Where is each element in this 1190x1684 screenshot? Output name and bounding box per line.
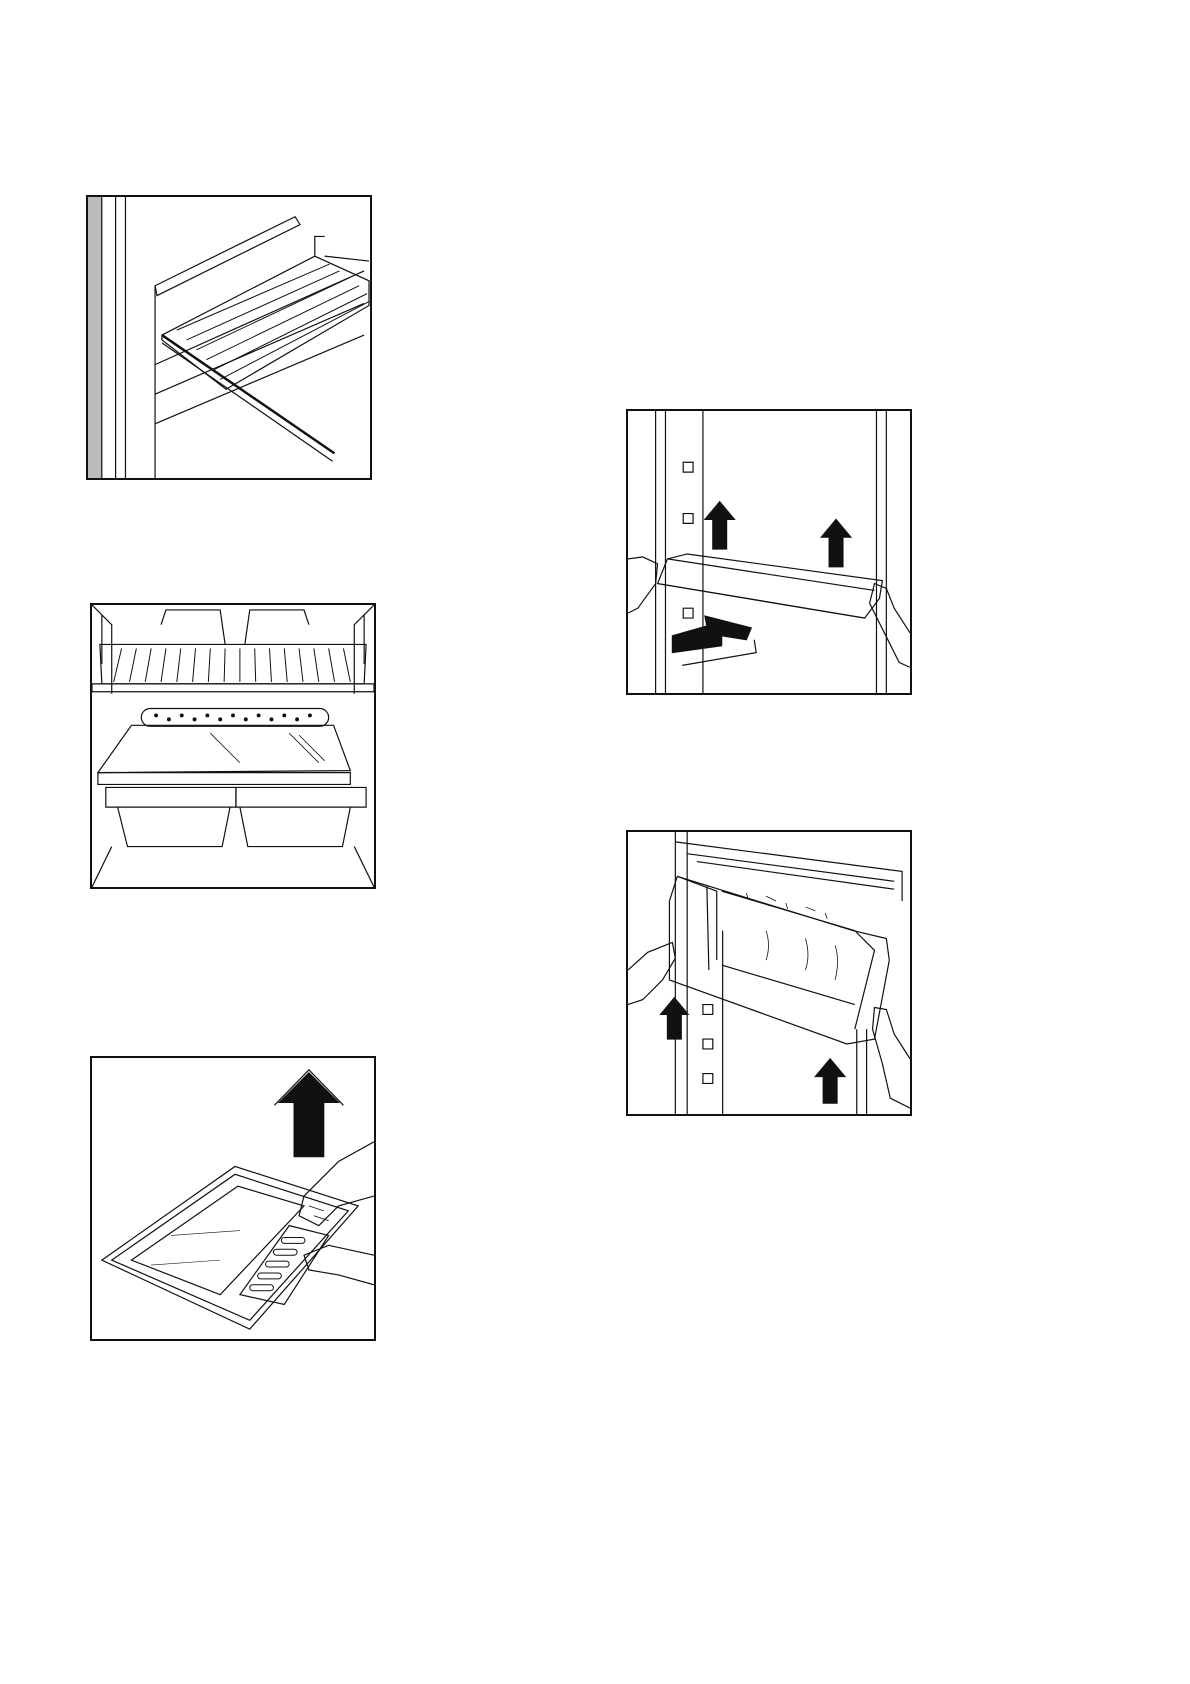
figure-crisper xyxy=(90,603,376,889)
door-shelf-icon xyxy=(628,411,910,693)
arrow-up-icon xyxy=(92,1058,374,1339)
wire-shelf-icon xyxy=(88,197,370,478)
figure-door-box xyxy=(626,830,912,1116)
crisper-drawer-icon xyxy=(92,605,374,887)
door-box-icon xyxy=(628,832,910,1114)
figure-shelf-rails xyxy=(86,195,372,480)
figure-glass-tray xyxy=(90,1056,376,1341)
figure-door-shelf xyxy=(626,409,912,695)
